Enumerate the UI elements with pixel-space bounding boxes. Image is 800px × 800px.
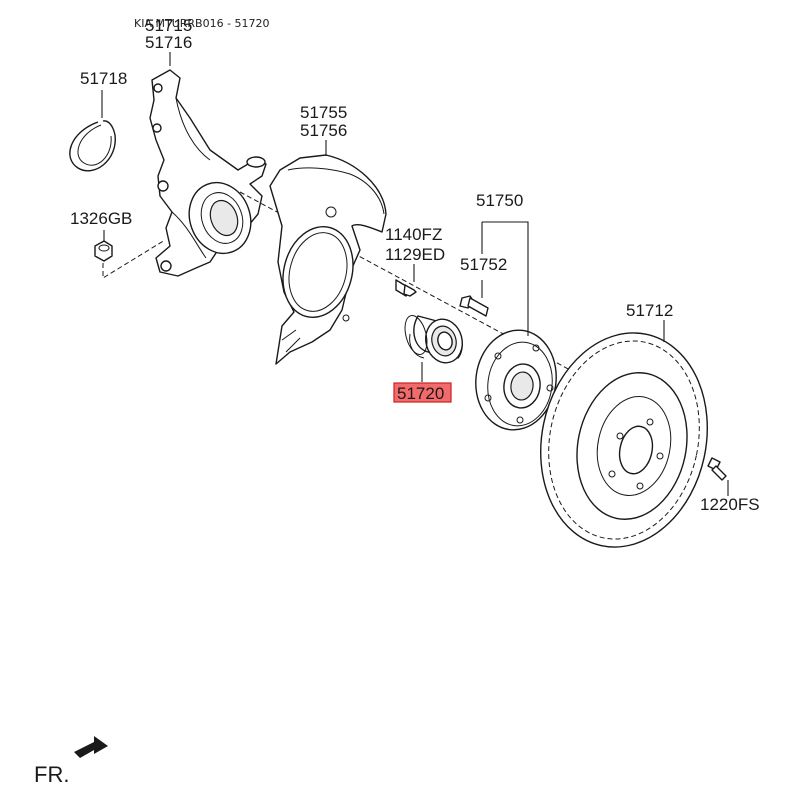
wheel-bearing-51720[interactable] bbox=[401, 313, 467, 367]
callout-51756[interactable]: 51756 bbox=[300, 121, 347, 140]
nut-axis-line bbox=[102, 239, 166, 279]
callout-51712[interactable]: 51712 bbox=[626, 301, 673, 320]
callout-51752[interactable]: 51752 bbox=[460, 255, 507, 274]
callout-51750[interactable]: 51750 bbox=[476, 191, 523, 210]
callout-51716[interactable]: 51716 bbox=[145, 33, 192, 52]
highlight-box bbox=[393, 382, 452, 403]
callout-1220fs[interactable]: 1220FS bbox=[700, 495, 760, 514]
steering-knuckle-51715[interactable] bbox=[149, 69, 267, 277]
wheel-hub-51750[interactable] bbox=[469, 325, 562, 435]
nut-1326gb[interactable] bbox=[94, 240, 113, 262]
diagram-reference: KIA MTURRB016 - 51720 bbox=[134, 17, 270, 30]
snap-ring-51718[interactable] bbox=[69, 120, 116, 172]
callout-51720[interactable]: 51720 bbox=[397, 384, 444, 403]
callout-51718[interactable]: 51718 bbox=[80, 69, 127, 88]
front-label: FR. bbox=[34, 762, 69, 787]
disc-screw-1220fs[interactable] bbox=[707, 457, 727, 481]
callout-1326gb[interactable]: 1326GB bbox=[70, 209, 132, 228]
front-arrow-icon bbox=[74, 736, 108, 758]
callout-1140fz[interactable]: 1140FZ bbox=[385, 225, 442, 244]
callout-51720-highlight[interactable]: 51720 bbox=[393, 382, 452, 403]
callout-1129ed[interactable]: 1129ED bbox=[385, 245, 445, 264]
callout-51755[interactable]: 51755 bbox=[300, 103, 347, 122]
bolt-1140fz[interactable] bbox=[395, 279, 417, 297]
front-direction-indicator: FR. bbox=[34, 736, 108, 787]
brake-disc-51712[interactable] bbox=[521, 317, 726, 562]
callout-51715[interactable]: 51715 bbox=[145, 16, 192, 35]
dust-cover-51755[interactable] bbox=[269, 154, 387, 365]
hub-bolt-51752[interactable] bbox=[459, 295, 489, 317]
leader-51750 bbox=[482, 221, 529, 336]
